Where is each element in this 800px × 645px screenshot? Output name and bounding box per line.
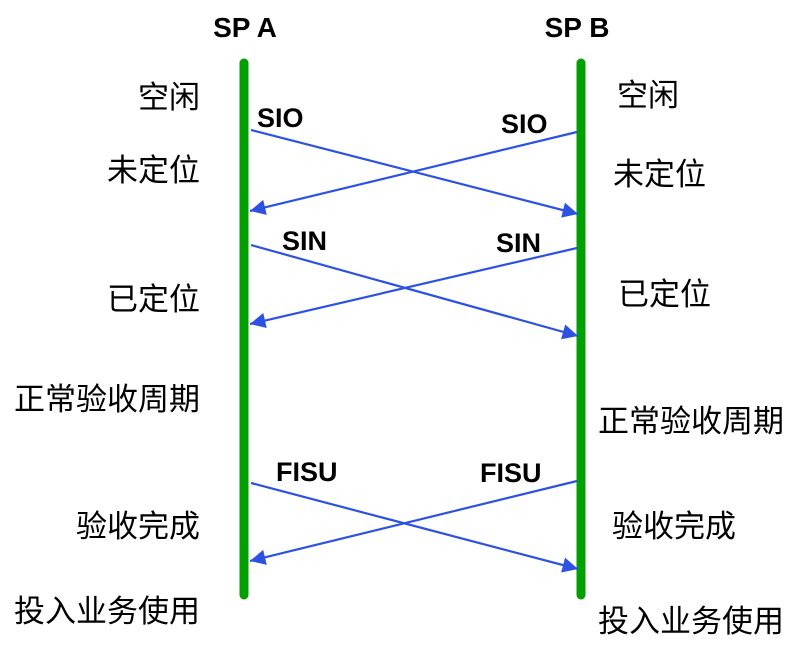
state-label-proving-complete-left: 验收完成 [76, 509, 200, 544]
arrow-fisu-b-to-a [249, 479, 578, 565]
endpoint-label-sp-a: SP A [213, 12, 277, 43]
arrow-sin-b-to-a [249, 246, 578, 329]
message-label-sin-left: SIN [282, 226, 328, 256]
state-label-not-aligned-left: 未定位 [107, 153, 200, 188]
arrow-sio-b-to-a [249, 130, 578, 215]
state-label-aligned-left: 已定位 [107, 282, 200, 317]
state-label-idle-left: 空闲 [138, 80, 200, 115]
state-label-proving-period-left: 正常验收周期 [14, 382, 200, 417]
state-label-in-service-right: 投入业务使用 [598, 604, 784, 639]
message-label-sin-right: SIN [496, 228, 542, 258]
arrow-fisu-a-to-b [250, 481, 579, 573]
state-label-not-aligned-right: 未定位 [613, 157, 706, 192]
message-label-sio-right: SIO [501, 109, 548, 139]
endpoint-label-sp-b: SP B [544, 12, 610, 43]
state-label-idle-right: 空闲 [617, 78, 679, 113]
state-label-proving-complete-right: 验收完成 [612, 509, 736, 544]
state-label-proving-period-right: 正常验收周期 [598, 404, 784, 439]
arrow-sin-a-to-b [250, 243, 579, 340]
state-label-in-service-left: 投入业务使用 [14, 594, 200, 629]
message-label-sio-left: SIO [257, 103, 304, 133]
message-label-fisu-right: FISU [480, 458, 542, 488]
message-label-fisu-left: FISU [276, 457, 338, 487]
state-label-aligned-right: 已定位 [618, 277, 711, 312]
